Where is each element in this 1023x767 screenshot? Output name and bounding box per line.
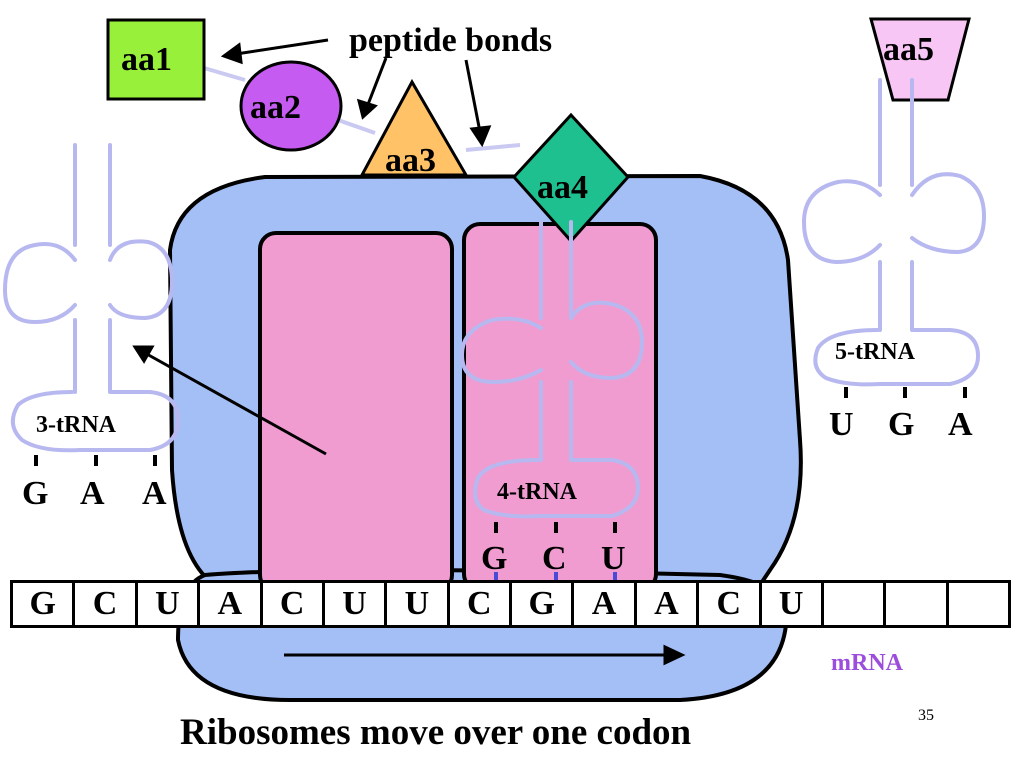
arrow-to-aa3-aa4-bond: [464, 59, 482, 133]
arrowhead: [469, 125, 492, 148]
mrna-strand: G C U A C U U C G A A C U: [10, 580, 1011, 628]
trna-5-label: 5-tRNA: [835, 339, 915, 365]
slide-caption: Ribosomes move over one codon: [180, 712, 692, 753]
aa5-label: aa5: [883, 31, 934, 68]
ribosome-p-site: [258, 231, 454, 593]
aa4-label: aa4: [537, 169, 588, 206]
arrow-to-aa2-aa3-bond: [365, 57, 388, 108]
trna-3-cloverleaf: [2, 143, 181, 453]
ribosome-a-site: [462, 222, 658, 592]
mrna-base: G: [10, 580, 76, 628]
trna-4-anticodon-base: U: [601, 540, 626, 577]
arrowhead: [132, 345, 155, 364]
mrna-base: A: [633, 580, 700, 628]
trna-4-cloverleaf: [459, 220, 645, 519]
mrna-base: C: [696, 580, 762, 628]
mrna-base: U: [384, 580, 450, 628]
trna-5-cloverleaf: [801, 78, 987, 387]
anticodon-ticks: [34, 387, 967, 533]
slide-number: 35: [918, 707, 934, 724]
trna-3-anticodon-base: A: [80, 475, 105, 512]
arrow-to-aa1: [235, 38, 329, 56]
trna-exit-arrow: [144, 351, 327, 456]
trna-4-label: 4-tRNA: [497, 479, 577, 505]
mrna-base: G: [509, 580, 575, 628]
aa1-square: [106, 18, 206, 101]
peptide-bonds-label: peptide bonds: [349, 22, 553, 59]
trna-4-anticodon-base: C: [542, 540, 567, 577]
mrna-base: U: [758, 580, 824, 628]
arrowhead: [356, 98, 378, 120]
arrows: [132, 38, 686, 666]
mrna-base: A: [197, 580, 263, 628]
aa5-trapezoid: [869, 17, 971, 102]
mrna-base: U: [134, 580, 201, 628]
arrowhead: [220, 42, 243, 65]
trna-4-anticodon-base: G: [481, 540, 508, 577]
trna-5-anticodon-base: U: [829, 406, 854, 443]
peptide-chain: [203, 66, 521, 152]
mrna-base: [883, 580, 949, 628]
mrna-base: [820, 580, 887, 628]
trna-3-anticodon-base: G: [22, 475, 49, 512]
trna-3-anticodon-base: A: [142, 475, 167, 512]
arrowhead: [663, 644, 686, 666]
trna-5-anticodon-base: G: [888, 406, 915, 443]
mrna-base: C: [259, 580, 325, 628]
aa1-label: aa1: [121, 41, 172, 78]
mrna-label: mRNA: [831, 650, 903, 676]
mrna-base: [945, 580, 1011, 628]
mrna-base: C: [446, 580, 512, 628]
mrna-base: U: [321, 580, 388, 628]
aa3-triangle: [359, 78, 469, 177]
mrna-base: A: [571, 580, 637, 628]
aa2-label: aa2: [250, 89, 301, 126]
aa2-circle: [239, 60, 343, 152]
mrna-base: C: [72, 580, 138, 628]
aa3-label: aa3: [385, 142, 436, 179]
trna-5-anticodon-base: A: [948, 406, 973, 443]
trna-3-label: 3-tRNA: [36, 412, 116, 438]
